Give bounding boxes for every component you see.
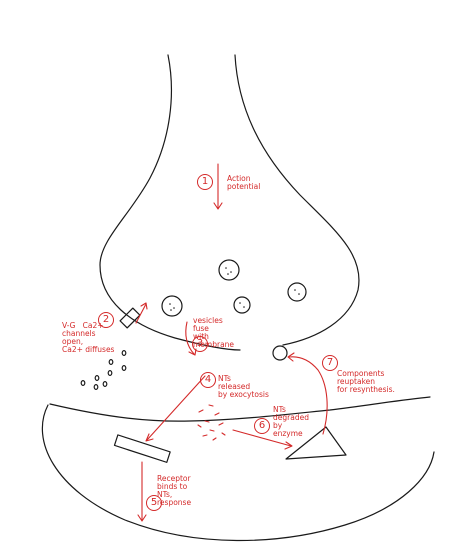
annotation-arrows [135,163,328,522]
calcium-ions [80,350,127,391]
step-number: 5 [146,495,162,511]
receptor [113,434,171,463]
step-number: 6 [254,418,270,434]
arrow-reuptake [288,356,328,435]
step-label: NTs released by exocytosis [218,374,269,399]
postsynaptic-membrane [49,396,431,422]
step-label: Components reuptaken for resynthesis. [337,369,395,394]
vesicle-fused [272,345,288,361]
arrow-degradation [232,429,292,447]
vesicle [161,295,183,317]
enzyme [285,426,347,460]
arrow-vesicle-fuse [185,321,195,355]
step-number: 4 [200,372,216,388]
step-label: vesicles fuse with membrane [193,316,235,349]
presynaptic-axon-left-edge [99,54,241,351]
presynaptic-axon-right-edge [234,54,360,346]
step-number: 2 [98,312,114,328]
calcium-channel [119,307,141,329]
step-label: Action potential [227,174,261,191]
step-number: 1 [197,174,213,190]
vesicle [287,282,307,302]
arrow-nt-release [146,375,206,441]
arrow-calcium-influx [135,303,147,324]
step-number: 3 [192,336,208,352]
step-number: 7 [322,355,338,371]
neurotransmitter-molecules [197,404,226,441]
step-label: V-G Ca2+ channels open, Ca2+ diffuses [62,321,115,354]
step-label: Receptor binds to NTs, response [157,474,192,507]
synaptic-vesicles [161,259,307,361]
step-label: NTs degraded by enzyme [273,405,309,438]
postsynaptic-body [41,404,435,542]
vesicle [218,259,240,281]
vesicle [233,296,251,314]
